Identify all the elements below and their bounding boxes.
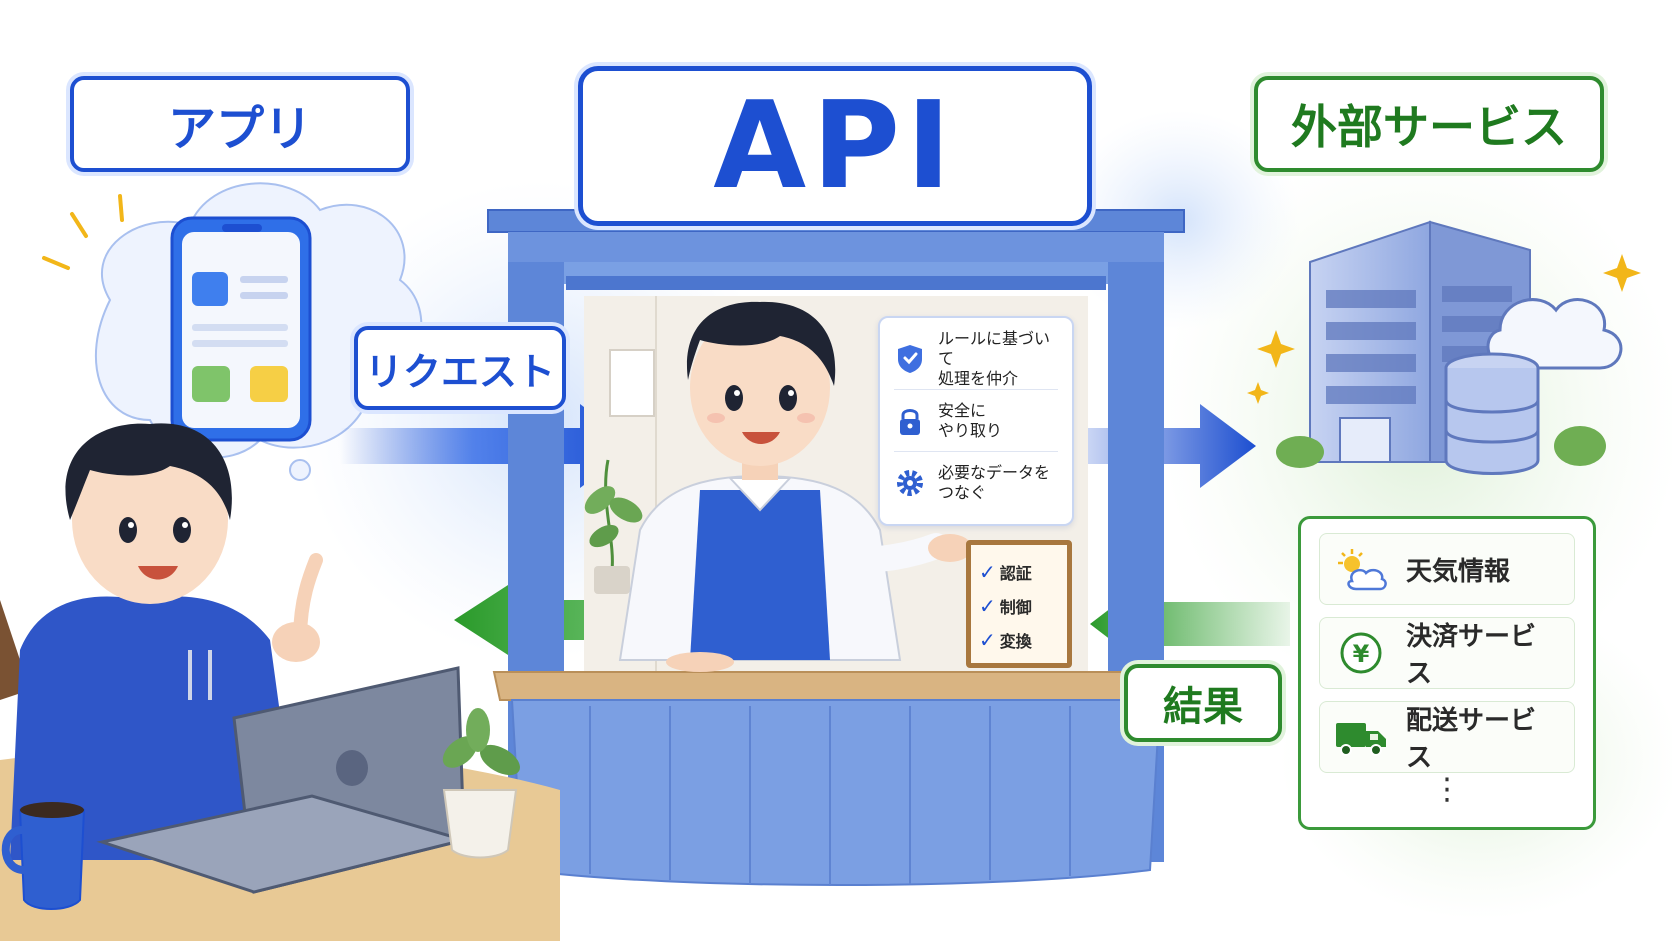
check-icon: ✓ — [979, 594, 996, 618]
api-role-panel: ルールに基づいて 処理を仲介 安全に やり取り 必要なデータを つなぐ — [878, 316, 1074, 526]
lock-icon — [900, 408, 920, 435]
counter — [492, 652, 1178, 886]
check-icon: ✓ — [979, 628, 996, 652]
api-label: API — [578, 66, 1092, 226]
service-name: 天気情報 — [1406, 556, 1511, 587]
user-character — [10, 423, 323, 860]
service-item: 配送サービス — [1319, 701, 1575, 773]
sign-item: ✓変換 — [979, 628, 1032, 652]
check-icon: ✓ — [979, 560, 996, 584]
gear-icon — [897, 470, 923, 496]
external-services-label: 外部サービス — [1254, 76, 1604, 172]
plant-icon — [584, 459, 643, 594]
coffee-mug-icon — [1, 802, 86, 910]
role-text: 安全に やり取り — [938, 400, 1003, 440]
shield-icon — [898, 344, 922, 373]
request-arrow — [340, 404, 636, 488]
svg-text:¥: ¥ — [1353, 640, 1370, 668]
more-services-ellipsis: ⋮ — [1432, 772, 1462, 807]
app-label: アプリ — [70, 76, 410, 172]
role-item: 必要なデータを つなぐ — [894, 452, 1058, 514]
request-label: リクエスト — [354, 326, 566, 410]
yen-icon: ¥ — [1340, 632, 1382, 674]
services-panel: 天気情報 ¥ 決済サービス 配送サービス ⋮ — [1298, 516, 1596, 830]
service-item: 天気情報 — [1319, 533, 1575, 605]
sparkle-lines — [42, 194, 124, 270]
truck-icon — [1336, 723, 1386, 756]
sign-item: ✓制御 — [979, 594, 1032, 618]
role-text-line: つなぐ — [938, 483, 987, 502]
thought-bubble-dot — [289, 459, 311, 481]
building-icon — [1276, 220, 1606, 468]
cloud-database-icon — [1444, 298, 1623, 475]
role-text-line: やり取り — [938, 420, 1003, 440]
role-text: 必要なデータを つなぐ — [938, 463, 1051, 502]
role-item: 安全に やり取り — [894, 390, 1058, 452]
role-item: ルールに基づいて 処理を仲介 — [894, 328, 1058, 390]
service-name: 決済サービス — [1406, 622, 1537, 689]
laptop-icon — [96, 666, 470, 894]
result-label: 結果 — [1124, 664, 1282, 742]
desk-plant-icon — [442, 708, 520, 859]
check-sign-board: ✓認証 ✓制御 ✓変換 — [966, 540, 1072, 668]
service-name: 配送サービス — [1406, 706, 1537, 773]
service-item: ¥ 決済サービス — [1319, 617, 1575, 689]
sparkle-stars — [1247, 254, 1641, 404]
smartphone-icon — [170, 216, 312, 442]
role-text-line: 処理を仲介 — [938, 368, 1019, 388]
role-text: ルールに基づいて 処理を仲介 — [938, 329, 1058, 389]
sign-item: ✓認証 — [979, 560, 1032, 584]
request-forward-arrow — [1080, 404, 1256, 488]
weather-icon — [1338, 549, 1387, 591]
api-clerk — [618, 301, 972, 661]
